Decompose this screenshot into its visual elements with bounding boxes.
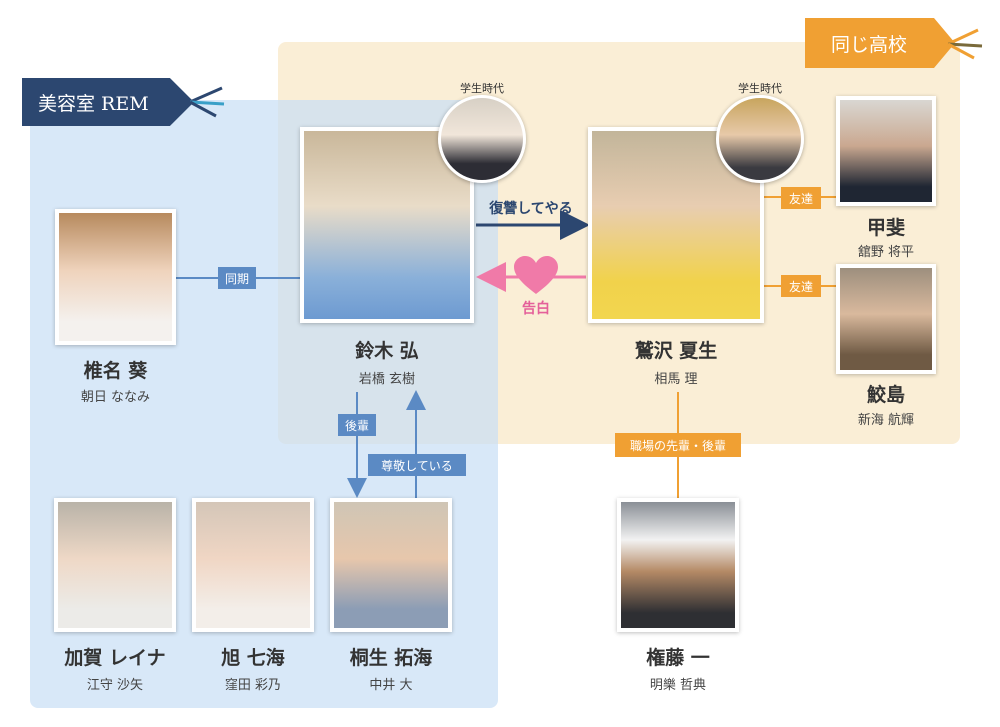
washizawa-school-photo [716,95,804,183]
suzuki-school-photo [438,95,526,183]
school-tag-string-icon [947,28,983,60]
school-group-label: 同じ高校 [831,33,908,56]
samejima-actor: 新海 航輝 [857,413,915,428]
kai-photo [836,96,936,206]
washizawa-name: 鷲沢 夏生 [634,340,718,362]
rem-group-label: 美容室 REM [38,92,149,115]
asahi-photo [192,498,314,632]
label-kokuhaku: 告白 [522,301,550,317]
shiina-actor: 朝日 ななみ [80,390,151,405]
label-kouhai: 後輩 [338,414,376,436]
kaga-photo [54,498,176,632]
label-douki: 同期 [218,267,256,289]
shiina-photo [55,209,176,345]
kiryu-photo [330,498,452,632]
kiryu-actor: 中井 大 [369,678,413,693]
samejima-photo [836,264,936,374]
suzuki-school-caption: 学生時代 [460,82,504,95]
label-fukushu: 復讐してやる [489,201,573,217]
rem-tag-string-icon [189,86,225,118]
school-group-tag: 同じ高校 [805,18,955,68]
shiina-name: 椎名 葵 [83,360,148,382]
label-tomodachi2: 友達 [781,275,821,297]
heart-icon [514,256,558,294]
label-tomodachi1: 友達 [781,187,821,209]
kaga-actor: 江守 沙矢 [86,678,144,693]
asahi-actor: 窪田 彩乃 [224,678,282,693]
rem-group-tag: 美容室 REM [22,78,194,126]
label-sonkei: 尊敬している [368,454,466,476]
kai-actor: 舘野 将平 [857,245,915,260]
kai-name: 甲斐 [866,217,905,239]
gondo-photo [617,498,739,632]
gondo-name: 権藤 一 [646,647,710,669]
kiryu-name: 桐生 拓海 [349,647,433,669]
kaga-name: 加賀 レイナ [64,647,166,669]
suzuki-name: 鈴木 弘 [355,340,419,362]
asahi-name: 旭 七海 [221,647,285,669]
gondo-actor: 明樂 哲典 [649,678,707,693]
suzuki-actor: 岩橋 玄樹 [358,372,416,387]
washizawa-actor: 相馬 理 [654,372,698,387]
washizawa-school-caption: 学生時代 [738,82,782,95]
samejima-name: 鮫島 [866,384,905,406]
label-shokuba: 職場の先輩・後輩 [615,433,741,457]
suzuki-photo [300,127,474,323]
